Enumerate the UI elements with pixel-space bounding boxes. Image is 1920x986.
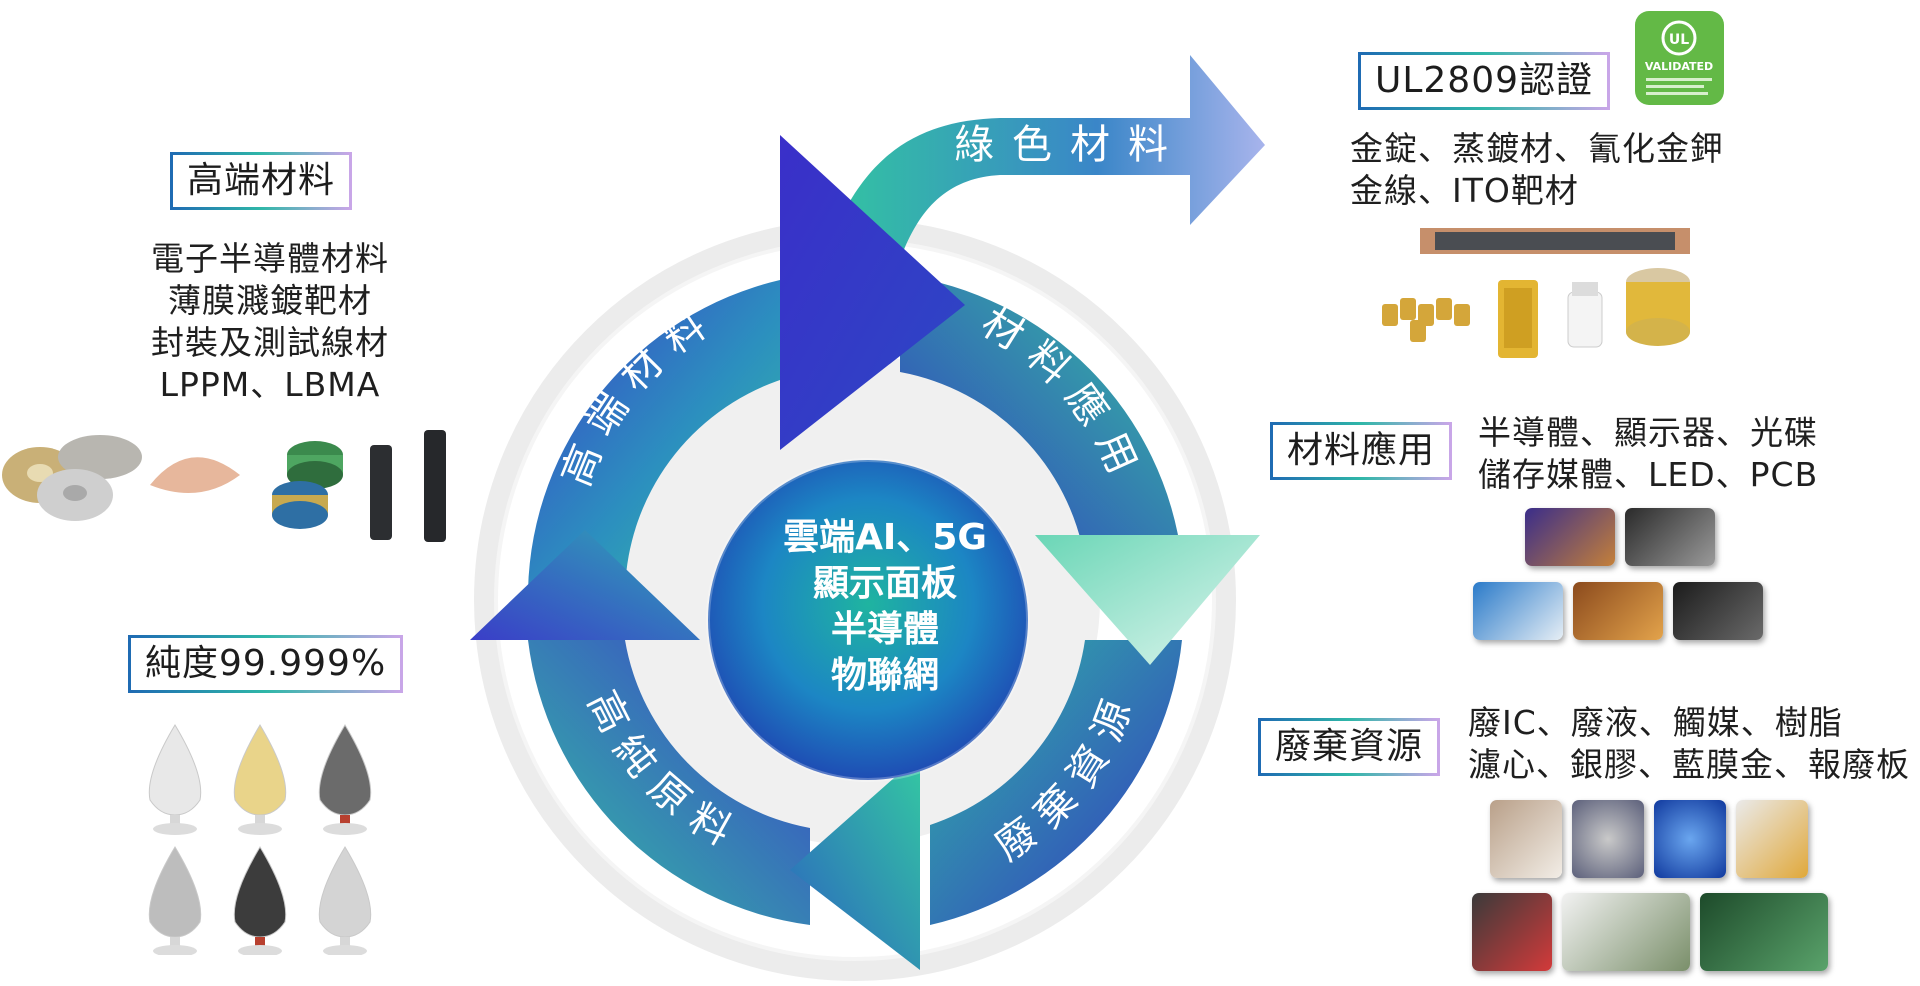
high-end-line: 薄膜濺鍍靶材 — [168, 281, 372, 320]
applications-list: 半導體、顯示器、光碟 儲存媒體、LED、PCB — [1478, 412, 1818, 496]
thumb-catalyst — [1572, 800, 1644, 878]
arrowhead-right — [1035, 535, 1260, 665]
ring-segment-top-right — [900, 275, 1182, 560]
center-line: 物聯網 — [830, 655, 939, 696]
high-end-line: 電子半導體材料 — [151, 239, 389, 278]
thumb-ic-chips — [1562, 893, 1690, 971]
ul-products-image — [1382, 228, 1690, 358]
ul-title: UL2809認證 — [1358, 52, 1611, 110]
purity-title: 純度99.999% — [128, 635, 404, 693]
applications-line: 半導體、顯示器、光碟 — [1478, 413, 1818, 452]
ul-list: 金錠、蒸鍍材、氰化金鉀 金線、ITO靶材 — [1350, 128, 1724, 212]
high-end-line: LPPM、LBMA — [159, 365, 381, 404]
thumb-filter — [1490, 800, 1562, 878]
high-end-title: 高端材料 — [170, 152, 353, 210]
green-material-arrow — [845, 55, 1265, 260]
center-line: 半導體 — [830, 609, 939, 650]
waste-line: 廢IC、廢液、觸媒、樹脂 — [1468, 703, 1843, 742]
thumb-semiconductor-chip — [1525, 508, 1615, 566]
thumb-scrap-boards — [1700, 893, 1828, 971]
ul-validated-badge: UL VALIDATED — [1635, 11, 1724, 105]
ring-segment-bottom-left — [528, 640, 810, 925]
svg-text:VALIDATED: VALIDATED — [1645, 60, 1713, 73]
ring-segment-bottom-right — [930, 640, 1182, 925]
green-material-label: 綠色材料 — [954, 122, 1186, 168]
high-end-line: 封裝及測試線材 — [151, 323, 389, 362]
ul-line: 金線、ITO靶材 — [1350, 171, 1579, 210]
thumb-led-module — [1473, 582, 1563, 640]
center-disk — [708, 460, 1028, 780]
waste-line: 濾心、銀膠、藍膜金、報廢板 — [1468, 745, 1910, 784]
svg-text:UL: UL — [1669, 32, 1689, 48]
ul-line: 金錠、蒸鍍材、氰化金鉀 — [1350, 129, 1724, 168]
applications-title: 材料應用 — [1270, 422, 1453, 480]
arrowhead-bottom — [790, 755, 920, 970]
thumb-ic-packages — [1625, 508, 1715, 566]
purity-samples-image — [148, 724, 372, 955]
high-end-products-image — [2, 430, 446, 542]
thumb-liquid — [1736, 800, 1808, 878]
arrowhead-top — [780, 135, 965, 450]
arrowhead-left — [470, 530, 700, 640]
thumb-blue-film — [1654, 800, 1726, 878]
ring-segment-top-left — [528, 280, 780, 590]
center-line: 雲端AI、5G — [783, 517, 987, 558]
high-end-list: 電子半導體材料 薄膜濺鍍靶材 封裝及測試線材 LPPM、LBMA — [135, 238, 405, 406]
thumb-pcb-gold — [1573, 582, 1663, 640]
waste-title: 廢棄資源 — [1258, 718, 1441, 776]
thumb-phones — [1472, 893, 1552, 971]
thumb-display-phone — [1673, 582, 1763, 640]
applications-line: 儲存媒體、LED、PCB — [1478, 455, 1819, 494]
waste-list: 廢IC、廢液、觸媒、樹脂 濾心、銀膠、藍膜金、報廢板 — [1468, 702, 1910, 786]
center-line: 顯示面板 — [812, 563, 957, 604]
